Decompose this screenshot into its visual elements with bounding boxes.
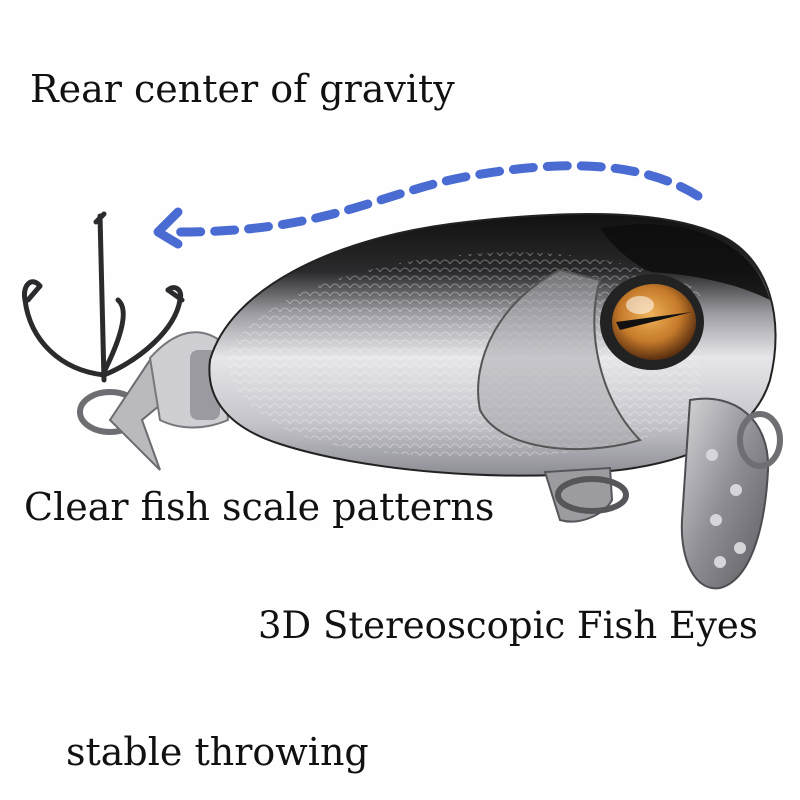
direction-arrow [153,161,703,249]
caption-stable-throwing: stable throwing [66,730,369,774]
caption-rear-center-of-gravity: Rear center of gravity [30,67,455,111]
diving-lip [680,397,783,590]
treble-hook [21,211,185,435]
eye [600,274,704,370]
belly-ring [543,466,629,523]
tail-hanger [108,331,230,471]
caption-fish-scale-patterns: Clear fish scale patterns [24,485,495,529]
caption-3d-fish-eyes: 3D Stereoscopic Fish Eyes [258,604,758,647]
